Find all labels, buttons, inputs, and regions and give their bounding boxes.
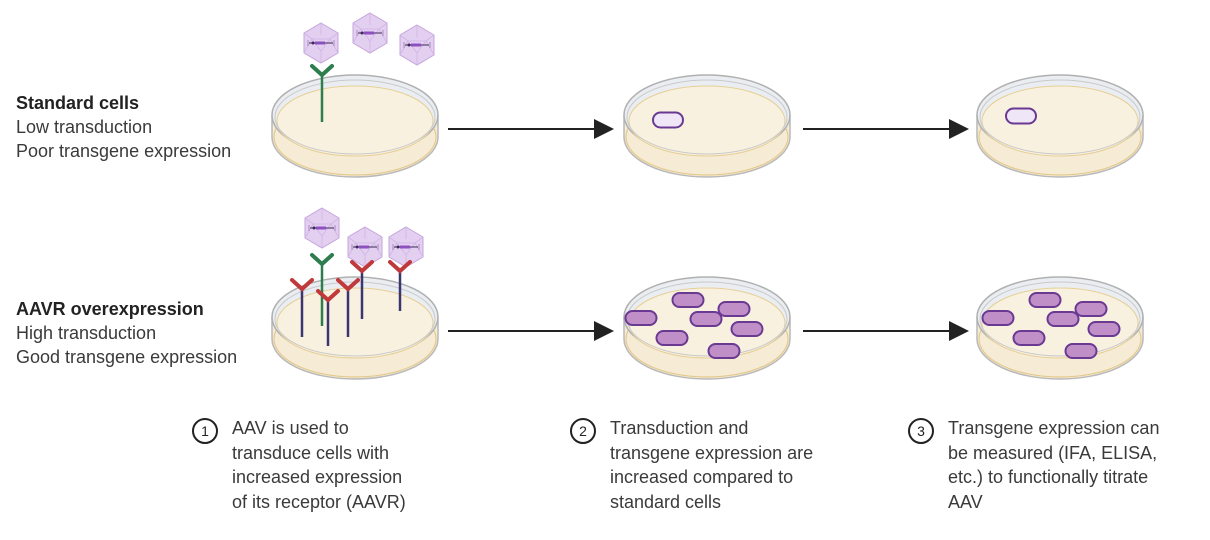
- transduced-cell: [1028, 292, 1062, 308]
- step-number-badge: 1: [192, 418, 218, 444]
- aavr-receptor-icon: [290, 278, 314, 337]
- step-description: Transduction and transgene expression ar…: [610, 418, 814, 512]
- row-label-aavr-overexpression: AAVR overexpression High transduction Go…: [16, 297, 237, 369]
- transduced-cell: [1064, 343, 1098, 359]
- step-1: 1 AAV is used to transduce cells with in…: [192, 416, 406, 514]
- receptor-head: [310, 64, 334, 78]
- receptor-head: [316, 289, 340, 303]
- transduced-cell: [1087, 321, 1121, 337]
- aav-capsid-icon: [303, 22, 339, 64]
- row-label-standard-cells: Standard cells Low transduction Poor tra…: [16, 91, 231, 163]
- petri-dish: [271, 276, 439, 380]
- transduced-cell: [981, 310, 1015, 326]
- transduced-cell: [671, 292, 705, 308]
- transduced-cell: [689, 311, 723, 327]
- transduced-cell: [652, 111, 684, 129]
- petri-dish-shape: [271, 74, 439, 178]
- transduced-cell: [707, 343, 741, 359]
- aav-capsid-icon: [388, 226, 424, 268]
- transduced-cell: [624, 310, 658, 326]
- receptor-head: [388, 260, 412, 274]
- step-description: Transgene expression can be measured (IF…: [948, 418, 1160, 512]
- native-receptor-icon: [310, 64, 334, 122]
- petri-dish-shape: [271, 276, 439, 380]
- receptor-head: [350, 260, 374, 274]
- transduced-cell: [1005, 107, 1037, 125]
- aavr-receptor-icon: [350, 260, 374, 319]
- step-number-badge: 2: [570, 418, 596, 444]
- transduced-cell: [717, 301, 751, 317]
- step-description: AAV is used to transduce cells with incr…: [232, 418, 406, 512]
- step-3: 3 Transgene expression can be measured (…: [908, 416, 1159, 514]
- aav-capsid-icon: [304, 207, 340, 249]
- transduced-cell: [730, 321, 764, 337]
- row-title: Standard cells: [16, 93, 140, 113]
- step-number-badge: 3: [908, 418, 934, 444]
- row-line: Poor transgene expression: [16, 141, 232, 161]
- row-line: Good transgene expression: [16, 347, 238, 367]
- receptor-head: [290, 278, 314, 292]
- aavr-receptor-icon: [336, 278, 360, 337]
- petri-dish-shape: [623, 74, 791, 178]
- petri-dish-shape: [623, 276, 791, 380]
- receptor-head: [310, 253, 334, 267]
- petri-dish-shape: [976, 74, 1144, 178]
- petri-dish: [976, 74, 1144, 178]
- transduced-cell: [1074, 301, 1108, 317]
- petri-dish: [623, 276, 791, 380]
- row-line: High transduction: [16, 323, 157, 343]
- transduced-cell: [655, 330, 689, 346]
- aav-capsid-icon: [399, 24, 435, 66]
- row-line: Low transduction: [16, 117, 153, 137]
- aav-capsid-icon: [352, 12, 388, 54]
- receptor-head: [336, 278, 360, 292]
- petri-dish: [623, 74, 791, 178]
- aavr-receptor-icon: [388, 260, 412, 311]
- row-title: AAVR overexpression: [16, 299, 204, 319]
- petri-dish: [271, 74, 439, 178]
- step-2: 2 Transduction and transgene expression …: [570, 416, 813, 514]
- aavr-receptor-icon: [316, 289, 340, 346]
- transduced-cell: [1012, 330, 1046, 346]
- transduced-cell: [1046, 311, 1080, 327]
